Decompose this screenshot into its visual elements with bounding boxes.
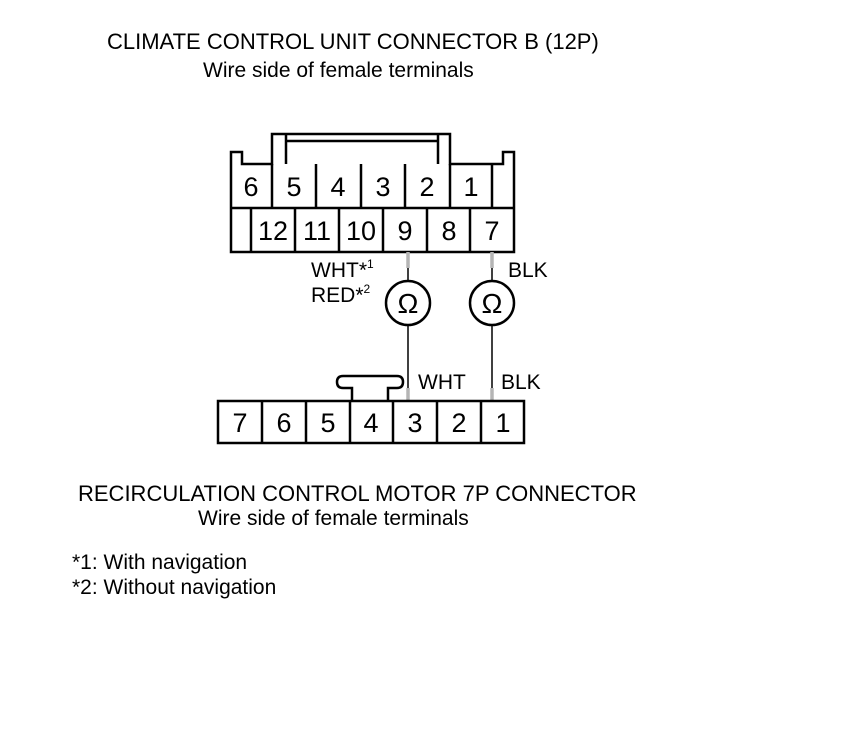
top-pin-3: 3 <box>375 172 390 202</box>
bottom-pin-3: 3 <box>407 408 422 438</box>
top-connector-title: CLIMATE CONTROL UNIT CONNECTOR B (12P) <box>107 29 599 54</box>
ohm-symbol-left: Ω <box>398 288 419 319</box>
top-pin-7: 7 <box>484 216 499 246</box>
ohmmeter-left: Ω <box>384 279 432 327</box>
top-pin-8: 8 <box>441 216 456 246</box>
bottom-connector-subtitle: Wire side of female terminals <box>198 507 469 530</box>
wire-label-blk-bottom: BLK <box>501 371 541 394</box>
footnote-1: *1: With navigation <box>72 551 248 574</box>
top-pin-9: 9 <box>397 216 412 246</box>
top-connector-subtitle: Wire side of female terminals <box>203 59 474 82</box>
bottom-pin-5: 5 <box>320 408 335 438</box>
bottom-pin-6: 6 <box>276 408 291 438</box>
top-connector-housing <box>229 132 516 254</box>
top-pin-12: 12 <box>258 216 288 246</box>
ohm-icon <box>384 279 432 327</box>
ohmmeter-right: Ω <box>468 279 516 327</box>
probe-tips <box>406 252 494 401</box>
wire-label-wht-nav: WHT*1 <box>311 257 374 282</box>
bottom-pin-1: 1 <box>495 408 510 438</box>
wire-label-blk-top: BLK <box>508 259 548 282</box>
wire-label-wht-bottom: WHT <box>418 371 466 394</box>
top-pin-11: 11 <box>303 216 331 246</box>
top-pin-6: 6 <box>243 172 258 202</box>
bottom-pin-2: 2 <box>451 408 466 438</box>
wire-label-red-nonav: RED*2 <box>311 282 371 307</box>
ohm-symbol-right: Ω <box>482 288 503 319</box>
bottom-pin-4: 4 <box>363 408 378 438</box>
top-pin-5: 5 <box>286 172 301 202</box>
top-pin-2: 2 <box>419 172 434 202</box>
bottom-connector-housing <box>216 374 526 445</box>
top-pin-10: 10 <box>346 216 376 246</box>
top-pin-4: 4 <box>330 172 345 202</box>
ohm-icon <box>468 279 516 327</box>
footnote-2: *2: Without navigation <box>72 576 277 599</box>
bottom-connector-title: RECIRCULATION CONTROL MOTOR 7P CONNECTOR <box>78 481 637 506</box>
bottom-pin-7: 7 <box>232 408 247 438</box>
top-pin-1: 1 <box>463 172 478 202</box>
